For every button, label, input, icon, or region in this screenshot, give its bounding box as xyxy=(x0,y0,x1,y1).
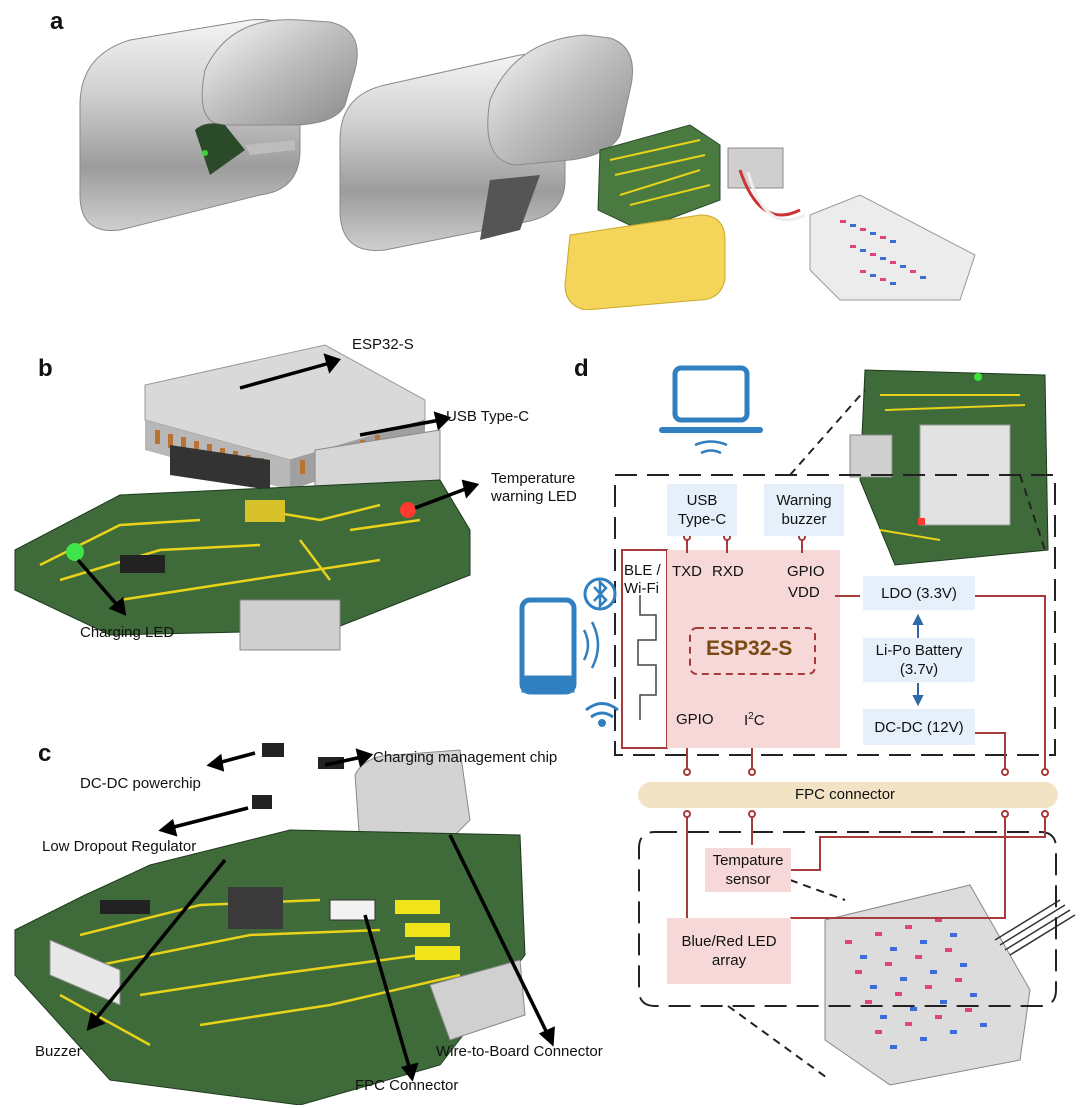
panel-a-letter: a xyxy=(50,8,64,35)
usb-block-line1: USB xyxy=(686,492,718,509)
label-dcdc-powerchip: DC-DC powerchip xyxy=(80,775,201,792)
label-temperature-warning-led-line2: warning LED xyxy=(491,488,577,505)
dcdc-chip-render xyxy=(262,743,284,757)
temp-sensor-line2: sensor xyxy=(725,871,771,888)
dcdc-block: DC-DC (12V) xyxy=(863,709,975,745)
temperature-sensor-block: Tempature sensor xyxy=(705,848,791,892)
label-charging-led: Charging LED xyxy=(80,624,175,641)
charging-led-render xyxy=(66,543,84,561)
label-temperature-warning-led-line1: Temperature xyxy=(491,470,576,487)
label-txd: TXD xyxy=(672,563,702,580)
pcb-and-battery-render xyxy=(564,124,976,310)
panel-c-letter: c xyxy=(38,740,52,767)
label-rxd: RXD xyxy=(712,563,744,580)
device-closed-render xyxy=(79,19,358,232)
label-mcu-esp32: ESP32-S xyxy=(706,637,793,660)
mcu-dashed-core xyxy=(689,627,816,675)
buzzer-block-line2: buzzer xyxy=(781,511,827,528)
zoom-lines xyxy=(727,389,1046,1081)
phone-icon xyxy=(519,597,600,695)
bluetooth-icon xyxy=(583,577,617,611)
wifi-icon xyxy=(585,702,619,727)
panel-c-illustration xyxy=(14,743,555,1105)
label-gpio-top: GPIO xyxy=(787,563,825,580)
label-ble: BLE / xyxy=(624,562,661,579)
fpc-connector-bar xyxy=(638,782,1058,808)
panel-d-letter: d xyxy=(574,355,589,382)
label-fpc-connector-d: FPC connector xyxy=(795,786,896,803)
panel-a-illustration xyxy=(79,19,976,310)
label-vdd: VDD xyxy=(788,584,820,601)
led-array-block: Blue/Red LED array xyxy=(667,918,791,984)
battery-arrows xyxy=(912,613,924,707)
label-i2c: I2C xyxy=(744,711,765,729)
led-array-photo-inset xyxy=(824,884,1076,1086)
chip-render xyxy=(170,445,270,490)
device-open-render xyxy=(339,34,633,251)
label-gpio-bottom: GPIO xyxy=(676,711,714,728)
pcb-photo-inset xyxy=(849,369,1049,566)
label-usb-type-c: USB Type-C xyxy=(446,408,530,425)
temp-sensor-line1: Tempature xyxy=(712,852,784,869)
panel-b-letter: b xyxy=(38,355,53,382)
panel-b-illustration xyxy=(14,344,480,651)
pcb-dashed-boundary xyxy=(614,474,1056,756)
mcu-block xyxy=(667,550,840,748)
temperature-led-render xyxy=(400,502,416,518)
battery-line2: (3.7v) xyxy=(899,661,939,678)
sensor-dashed-boundary xyxy=(638,831,1057,1007)
usb-block-line2: Type-C xyxy=(677,511,727,528)
buzzer-block-line1: Warning xyxy=(776,492,832,509)
battery-block: Li-Po Battery (3.7v) xyxy=(863,638,975,682)
panel-d-diagram xyxy=(519,365,1076,1086)
label-fpc-connector: FPC Connector xyxy=(355,1077,459,1094)
label-low-dropout-regulator: Low Dropout Regulator xyxy=(42,838,197,855)
warning-buzzer-block: Warning buzzer xyxy=(764,484,844,536)
label-buzzer: Buzzer xyxy=(35,1043,82,1060)
label-esp32: ESP32-S xyxy=(352,336,414,353)
led-array-line1: Blue/Red LED xyxy=(681,933,777,950)
ldo-block: LDO (3.3V) xyxy=(863,576,975,610)
label-wire-to-board-connector: Wire-to-Board Connector xyxy=(436,1043,603,1060)
label-charging-management-chip: Charging management chip xyxy=(373,749,558,766)
pcb-board-render xyxy=(14,479,471,651)
antenna-trace xyxy=(637,595,657,720)
battery-line1: Li-Po Battery xyxy=(875,642,963,659)
pcb-top-board-render xyxy=(14,829,526,1105)
label-wifi: Wi-Fi xyxy=(624,580,659,597)
laptop-icon xyxy=(659,365,763,455)
ldo-chip-render xyxy=(252,795,272,809)
led-array-line2: array xyxy=(711,952,747,969)
usb-type-c-block: USB Type-C xyxy=(667,484,737,536)
